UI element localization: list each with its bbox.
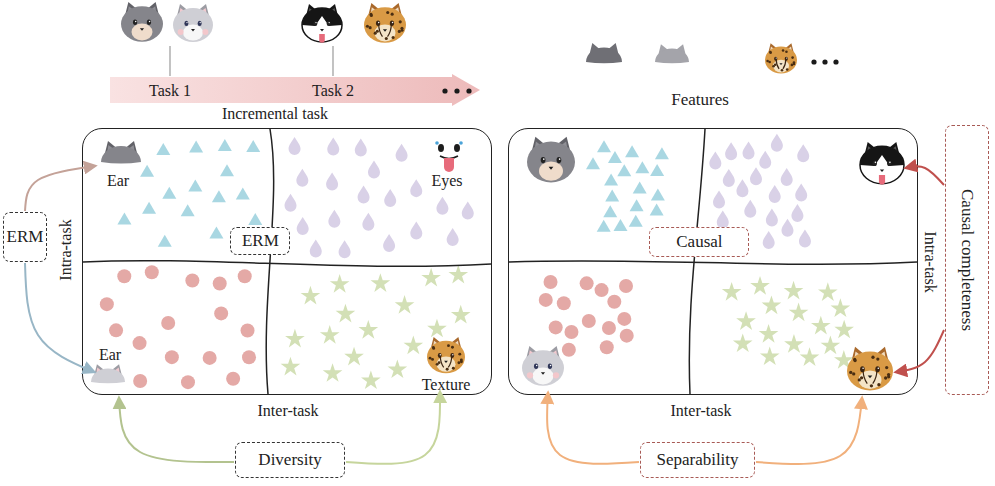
task-label: Incremental task bbox=[222, 105, 328, 123]
box-label: Causal bbox=[676, 233, 722, 252]
task-timeline-arrow: Task 1Task 2Incremental task bbox=[110, 74, 480, 106]
box-label: ERM bbox=[7, 228, 44, 247]
star-feature-points bbox=[281, 265, 471, 389]
cheetah-icon bbox=[765, 43, 797, 73]
feature-space-panel: Inter-taskCausal bbox=[508, 128, 918, 395]
husky-icon bbox=[860, 142, 904, 185]
erm-box: ERM bbox=[3, 212, 47, 262]
cat-icon bbox=[655, 44, 689, 63]
wolf-icon bbox=[121, 2, 163, 42]
box-label: ERM bbox=[242, 232, 279, 251]
cat-icon bbox=[522, 346, 564, 386]
texture-label: Texture bbox=[422, 376, 471, 394]
circ-feature-points bbox=[539, 275, 634, 357]
task-ticks bbox=[170, 46, 333, 76]
drop-feature-points bbox=[285, 137, 474, 258]
cat-icon bbox=[91, 364, 125, 383]
ear-label: Ear bbox=[99, 346, 121, 364]
cat-icon bbox=[173, 4, 213, 42]
task-label: Task 2 bbox=[312, 82, 354, 100]
intra-task-label: Intra-task bbox=[921, 231, 939, 292]
leader-arrows bbox=[25, 166, 944, 464]
wolf-icon bbox=[527, 137, 575, 183]
star-feature-points bbox=[722, 276, 854, 369]
feature-space-panel: Inter-taskERM bbox=[82, 128, 492, 395]
axis-label: Inter-task bbox=[258, 402, 319, 420]
wolf-icon bbox=[586, 43, 622, 63]
intra-task-label: Intra-task bbox=[57, 219, 75, 280]
eyes-label: Eyes bbox=[431, 172, 462, 190]
causal-completeness-box: Causal completeness bbox=[945, 125, 989, 395]
circ-feature-points bbox=[100, 265, 256, 389]
features-label: Features bbox=[671, 91, 729, 110]
cheetah-icon bbox=[847, 347, 893, 391]
causal-boundary-box: Causal bbox=[649, 227, 749, 257]
eyes-icon bbox=[435, 141, 463, 172]
continuation-dots bbox=[442, 59, 838, 93]
diversity-box: Diversity bbox=[235, 442, 345, 478]
cheetah-icon bbox=[427, 337, 465, 373]
axis-label: Inter-task bbox=[671, 402, 732, 420]
cluster-dividers bbox=[83, 129, 917, 394]
separability-box: Separability bbox=[640, 442, 755, 478]
erm-boundary-box: ERM bbox=[230, 227, 290, 255]
husky-icon bbox=[302, 4, 342, 43]
task-label: Task 1 bbox=[149, 82, 191, 100]
wolf-icon bbox=[101, 141, 141, 164]
box-label: Causal completeness bbox=[958, 189, 977, 331]
cheetah-icon bbox=[364, 3, 406, 43]
tri-feature-points bbox=[586, 140, 669, 231]
box-label: Separability bbox=[656, 451, 738, 470]
ear-label: Ear bbox=[107, 172, 129, 190]
box-label: Diversity bbox=[258, 451, 321, 470]
